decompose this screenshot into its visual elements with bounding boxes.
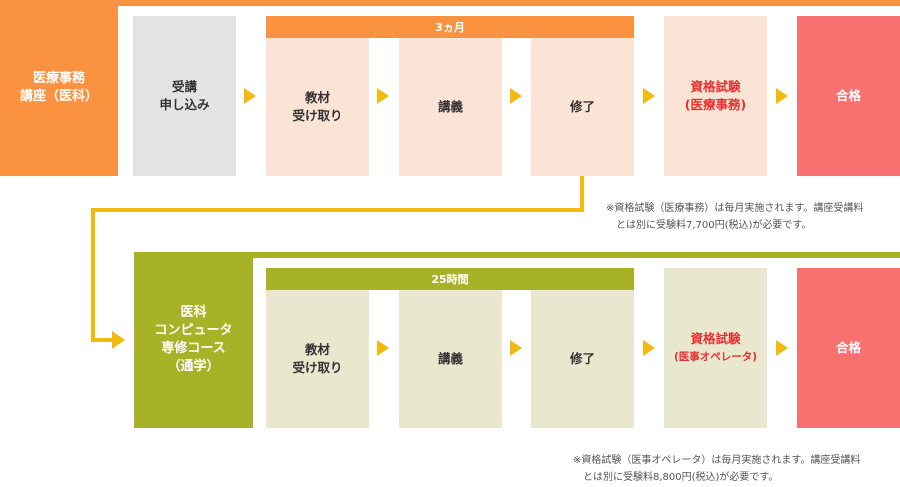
course1-exam-box: 資格試験 (医療事務) bbox=[664, 16, 767, 176]
course2-period-label: 25時間 bbox=[431, 273, 469, 286]
course2-step-materials-label: 教材 受け取り bbox=[292, 342, 343, 375]
arrow-right-icon bbox=[377, 340, 389, 356]
course1-exam-label: 資格試験 (医療事務) bbox=[684, 79, 747, 112]
course2-step-lecture: 講義 bbox=[399, 290, 502, 428]
course1-step-lecture-label: 講義 bbox=[437, 99, 463, 114]
course1-step-apply: 受講 申し込み bbox=[133, 16, 236, 176]
course2-step-materials: 教材 受け取り bbox=[266, 290, 369, 428]
course2-exam-label-line2: (医事オペレータ) bbox=[673, 351, 758, 363]
arrow-right-icon bbox=[510, 340, 522, 356]
arrow-right-icon bbox=[643, 88, 655, 104]
course2-step-lecture-label: 講義 bbox=[437, 351, 463, 366]
course1-period-band: 3ヵ月 bbox=[266, 16, 634, 38]
course1-top-line bbox=[118, 0, 900, 6]
course1-step-complete: 修了 bbox=[531, 38, 634, 176]
connector-vertical-left bbox=[91, 208, 95, 342]
course1-step-apply-label: 受講 申し込み bbox=[159, 79, 210, 112]
connector-arrow-icon bbox=[112, 331, 125, 349]
course2-title: 医科 コンピュータ 専修コース （通学） bbox=[154, 305, 233, 374]
course1-pass-label: 合格 bbox=[835, 88, 861, 103]
course2-step-complete: 修了 bbox=[531, 290, 634, 428]
course1-title-box: 医療事務 講座（医科） bbox=[0, 0, 118, 176]
connector-horizontal-bottom bbox=[91, 338, 113, 342]
arrow-right-icon bbox=[643, 340, 655, 356]
arrow-right-icon bbox=[377, 88, 389, 104]
course2-pass-label: 合格 bbox=[835, 340, 861, 355]
course1-step-complete-label: 修了 bbox=[569, 99, 595, 114]
connector-vertical-top bbox=[580, 176, 584, 212]
course2-top-line bbox=[253, 252, 900, 258]
course2-exam-label-line1: 資格試験 bbox=[690, 331, 741, 346]
course2-period-band: 25時間 bbox=[266, 268, 634, 290]
course1-step-materials-label: 教材 受け取り bbox=[292, 90, 343, 123]
course1-pass-box: 合格 bbox=[797, 16, 900, 176]
course2-step-complete-label: 修了 bbox=[569, 351, 595, 366]
arrow-right-icon bbox=[776, 340, 788, 356]
course1-period-label: 3ヵ月 bbox=[435, 21, 465, 34]
arrow-right-icon bbox=[510, 88, 522, 104]
course1-step-materials: 教材 受け取り bbox=[266, 38, 369, 176]
arrow-right-icon bbox=[244, 88, 256, 104]
course1-title: 医療事務 講座（医科） bbox=[19, 71, 98, 104]
course2-note: ※資格試験（医事オペレータ）は毎月実施されます。講座受講料 とは別に受験料8,8… bbox=[573, 455, 861, 483]
course1-step-lecture: 講義 bbox=[399, 38, 502, 176]
course2-pass-box: 合格 bbox=[797, 268, 900, 428]
course1-note: ※資格試験（医療事務）は毎月実施されます。講座受講料 とは別に受験料7,700円… bbox=[606, 203, 864, 231]
arrow-right-icon bbox=[776, 88, 788, 104]
connector-horizontal bbox=[91, 208, 584, 212]
course2-exam-box: 資格試験 (医事オペレータ) bbox=[664, 268, 767, 428]
course2-title-box: 医科 コンピュータ 専修コース （通学） bbox=[134, 252, 253, 428]
